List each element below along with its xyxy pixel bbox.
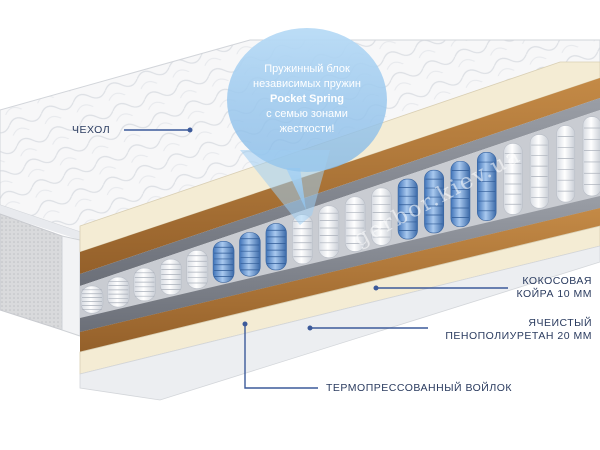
pocket-spring — [107, 276, 130, 308]
bubble-line-3: Pocket Spring — [270, 93, 344, 105]
info-bubble — [227, 28, 387, 225]
pocket-springs — [80, 116, 600, 314]
bubble-line-2: независимых пружин — [253, 78, 361, 90]
bubble-line-4: с семью зонами — [266, 108, 348, 120]
pocket-spring — [159, 258, 182, 295]
pocket-spring — [80, 285, 104, 314]
pocket-spring — [529, 134, 549, 209]
pocket-spring — [133, 267, 156, 302]
bubble-line-5: жесткости! — [279, 123, 335, 135]
label-foam-line-1: ЯЧЕИСТЫЙ — [528, 317, 592, 329]
pocket-spring — [450, 160, 471, 228]
label-cover: ЧЕХОЛ — [72, 124, 111, 136]
label-coir: КОКОСОВАЯ КОЙРА 10 ММ — [440, 275, 592, 301]
pocket-spring — [556, 125, 576, 203]
mattress-side-fabric — [0, 213, 81, 337]
bottom-cover — [79, 245, 600, 401]
pocket-spring — [292, 214, 313, 265]
pocket-spring — [265, 223, 287, 271]
label-pointers — [124, 127, 508, 389]
label-coir-line-2: КОЙРА 10 ММ — [516, 288, 592, 300]
pocket-spring — [477, 152, 497, 221]
bottom-foam-layer — [80, 196, 600, 332]
label-felt: ТЕРМОПРЕССОВАННЫЙ ВОЙЛОК — [326, 382, 512, 394]
pocket-spring — [503, 143, 523, 215]
spring-chamber — [80, 110, 600, 332]
bottom-coir-layer — [80, 208, 600, 352]
label-foam-line-2: ПЕНОПОЛИУРЕТАН 20 ММ — [445, 330, 592, 342]
label-foam: ЯЧЕИСТЫЙ ПЕНОПОЛИУРЕТАН 20 ММ — [400, 317, 592, 343]
top-coir-layer — [80, 78, 600, 274]
pocket-spring — [239, 232, 261, 277]
pocket-spring — [344, 196, 366, 252]
label-coir-line-1: КОКОСОВАЯ — [522, 275, 592, 287]
pocket-spring — [582, 116, 600, 197]
pocket-spring — [318, 205, 340, 258]
bubble-text: Пружинный блок независимых пружин Pocket… — [232, 62, 382, 137]
pocket-spring — [212, 241, 235, 283]
pocket-spring — [397, 178, 418, 240]
bottom-felt-layer — [79, 225, 600, 375]
top-foam-layer — [80, 98, 600, 286]
pocket-spring — [371, 187, 392, 246]
pocket-spring — [186, 250, 209, 289]
pocket-spring — [424, 169, 445, 234]
bubble-line-1: Пружинный блок — [264, 63, 350, 75]
mattress-cross-section — [79, 61, 600, 401]
